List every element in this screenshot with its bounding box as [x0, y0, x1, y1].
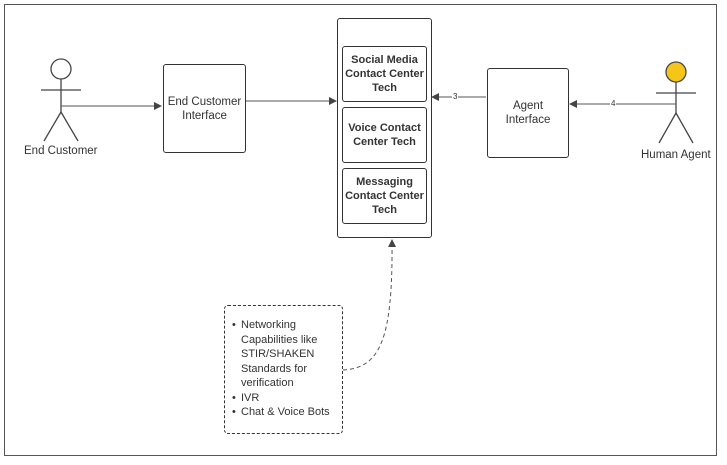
- edge-label-4: 4: [610, 99, 617, 108]
- messaging-contact-center-label: Messaging Contact Center Tech: [345, 176, 424, 216]
- end-customer-label: End Customer: [24, 145, 98, 157]
- diagram-frame: [4, 4, 717, 456]
- voice-contact-center-box: Voice Contact Center Tech: [342, 107, 427, 163]
- human-agent-figure: [656, 61, 696, 144]
- edge-label-3: 3: [452, 92, 459, 101]
- capability-item: Chat & Voice Bots: [231, 405, 336, 420]
- end-customer-head: [50, 58, 72, 80]
- edge-notes-to-contact-center: [342, 239, 397, 371]
- end-customer-interface-label: End Customer Interface: [167, 95, 242, 122]
- human-agent-head: [665, 61, 687, 83]
- agent-interface-label: Agent Interface: [505, 100, 551, 126]
- messaging-contact-center-box: Messaging Contact Center Tech: [342, 168, 427, 224]
- agent-interface-box: Agent Interface: [487, 68, 569, 158]
- end-customer-interface-box: End Customer Interface: [163, 64, 246, 153]
- end-customer-figure: [41, 58, 81, 142]
- social-media-contact-center-box: Social Media Contact Center Tech: [342, 46, 427, 102]
- capabilities-list: Networking Capabilities like STIR/SHAKEN…: [231, 318, 336, 420]
- capability-item: IVR: [231, 391, 336, 406]
- voice-contact-center-label: Voice Contact Center Tech: [348, 122, 421, 148]
- human-agent-label: Human Agent: [641, 149, 711, 161]
- social-media-contact-center-label: Social Media Contact Center Tech: [345, 54, 424, 94]
- capability-item: Networking Capabilities like STIR/SHAKEN…: [231, 318, 336, 391]
- capabilities-note: Networking Capabilities like STIR/SHAKEN…: [224, 305, 343, 434]
